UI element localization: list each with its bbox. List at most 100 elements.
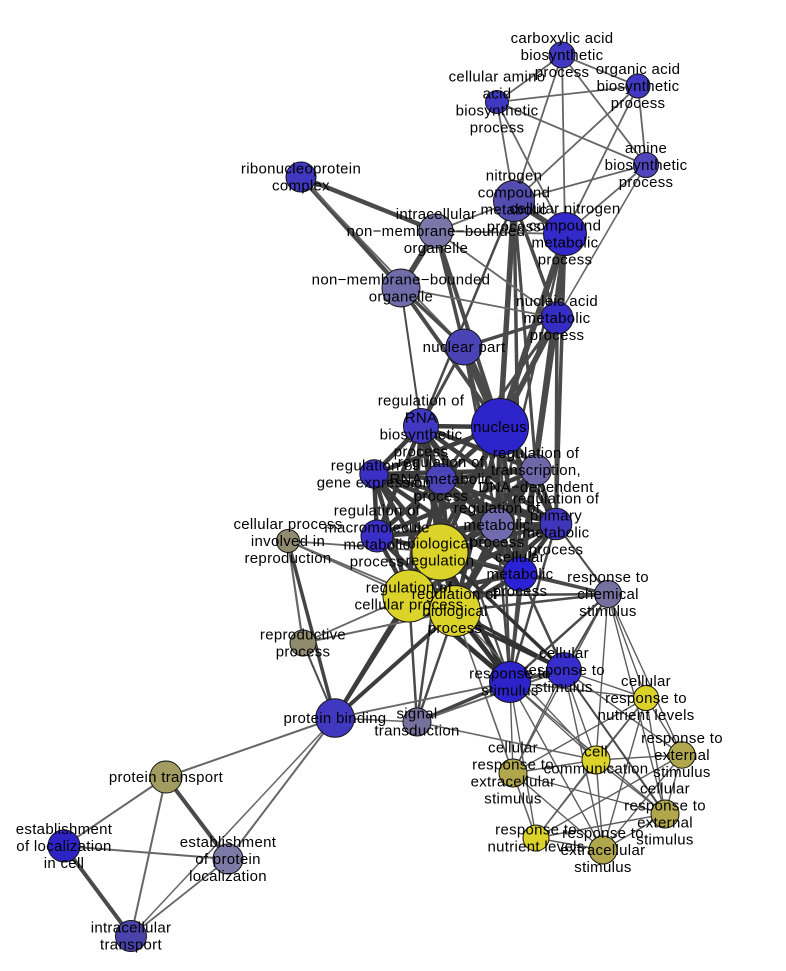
svg-text:complex: complex [272,178,330,195]
svg-text:stimulus: stimulus [484,791,541,808]
svg-text:regulation of: regulation of [412,586,499,603]
svg-text:response to: response to [523,662,605,679]
svg-text:regulation of: regulation of [378,393,465,410]
svg-text:process: process [619,174,674,191]
svg-text:response to: response to [624,798,706,815]
svg-text:cellular process: cellular process [354,597,463,614]
svg-text:process: process [535,64,590,81]
svg-text:metabolic: metabolic [532,235,599,252]
svg-text:response to: response to [641,730,723,747]
svg-text:stimulus: stimulus [579,603,636,620]
svg-text:amine: amine [625,140,667,157]
svg-text:process: process [470,534,525,551]
svg-text:cellular amino: cellular amino [449,69,546,86]
svg-text:nuclear part: nuclear part [423,339,506,356]
svg-text:metabolic: metabolic [481,202,548,219]
svg-text:cellular process: cellular process [233,516,342,533]
svg-text:intracellular: intracellular [396,206,477,223]
svg-text:cellular: cellular [539,645,589,662]
svg-text:DNA−dependent: DNA−dependent [478,479,594,496]
svg-text:transcription,: transcription, [491,462,581,479]
svg-text:response to: response to [562,825,644,842]
svg-text:reproductive: reproductive [260,627,346,644]
svg-text:of protein: of protein [195,851,261,868]
svg-text:protein binding: protein binding [284,710,387,727]
svg-text:involved in: involved in [251,533,325,550]
svg-text:organelle: organelle [369,289,433,306]
svg-text:metabolic: metabolic [487,566,554,583]
svg-text:regulation of: regulation of [331,458,418,475]
svg-text:transduction: transduction [374,723,459,740]
svg-text:regulation of: regulation of [493,445,580,462]
svg-text:metabolic: metabolic [523,525,590,542]
svg-text:cellular: cellular [640,781,690,798]
svg-text:regulation of: regulation of [454,500,541,517]
svg-text:external: external [637,815,693,832]
svg-text:signal: signal [397,706,438,723]
svg-text:process: process [611,95,666,112]
svg-text:cell: cell [584,744,608,761]
svg-text:regulation of: regulation of [398,454,485,471]
svg-text:gene expression: gene expression [317,475,432,492]
svg-text:primary: primary [530,508,582,525]
svg-text:process: process [394,444,449,461]
svg-text:chemical: chemical [577,586,639,603]
svg-text:process: process [530,327,585,344]
svg-text:metabolic: metabolic [344,537,411,554]
svg-text:stimulus: stimulus [636,832,693,849]
svg-text:regulation: regulation [406,553,475,570]
svg-text:protein transport: protein transport [109,769,224,786]
svg-text:biosynthetic: biosynthetic [456,103,539,120]
svg-text:macromolecule: macromolecule [324,520,430,537]
svg-text:cellular: cellular [488,740,538,757]
svg-text:non−membrane−bounded: non−membrane−bounded [347,223,526,240]
svg-text:RNA: RNA [405,410,438,427]
svg-text:RNA metabolic: RNA metabolic [389,471,492,488]
svg-text:transport: transport [100,937,162,954]
svg-text:biosynthetic: biosynthetic [521,47,604,64]
svg-text:reproduction: reproduction [245,550,332,567]
svg-text:nucleus: nucleus [473,419,527,436]
svg-text:process: process [529,542,584,559]
svg-text:metabolic: metabolic [524,310,591,327]
svg-text:carboxylic acid: carboxylic acid [511,30,614,47]
svg-text:stimulus: stimulus [574,859,631,876]
svg-text:process: process [493,583,548,600]
svg-text:communication: communication [544,761,649,778]
svg-text:intracellular: intracellular [91,920,172,937]
svg-text:in cell: in cell [44,855,84,872]
svg-text:establishment: establishment [180,834,277,851]
svg-text:cellular nitrogen: cellular nitrogen [510,201,621,218]
svg-text:cellular: cellular [621,673,671,690]
svg-text:response to: response to [472,757,554,774]
svg-text:stimulus: stimulus [653,764,710,781]
svg-text:regulation of: regulation of [513,491,600,508]
svg-text:response to: response to [567,569,649,586]
svg-text:extracellular: extracellular [471,774,556,791]
svg-text:process: process [350,554,405,571]
svg-text:process: process [414,488,469,505]
svg-text:nutrient levels: nutrient levels [597,707,694,724]
svg-text:response to: response to [495,822,577,839]
svg-text:external: external [654,747,710,764]
svg-text:compound: compound [529,218,601,235]
svg-text:biosynthetic: biosynthetic [380,427,463,444]
svg-text:ribonucleoprotein: ribonucleoprotein [241,161,361,178]
svg-text:localization: localization [189,868,267,885]
svg-text:establishment: establishment [16,821,113,838]
svg-text:biological: biological [407,536,473,553]
svg-text:process: process [538,252,593,269]
svg-text:nitrogen: nitrogen [486,168,543,185]
svg-text:biosynthetic: biosynthetic [605,157,688,174]
svg-text:organic acid: organic acid [596,61,680,78]
svg-text:extracellular: extracellular [561,842,646,859]
svg-text:regulation of: regulation of [334,503,421,520]
svg-text:process: process [276,644,331,661]
svg-text:nucleic acid: nucleic acid [516,293,598,310]
svg-text:non−membrane−bounded: non−membrane−bounded [312,272,491,289]
svg-text:of localization: of localization [16,838,111,855]
svg-text:biosynthetic: biosynthetic [597,78,680,95]
svg-text:regulation of: regulation of [366,580,453,597]
svg-text:response to: response to [469,666,551,683]
svg-text:cellular: cellular [495,549,545,566]
